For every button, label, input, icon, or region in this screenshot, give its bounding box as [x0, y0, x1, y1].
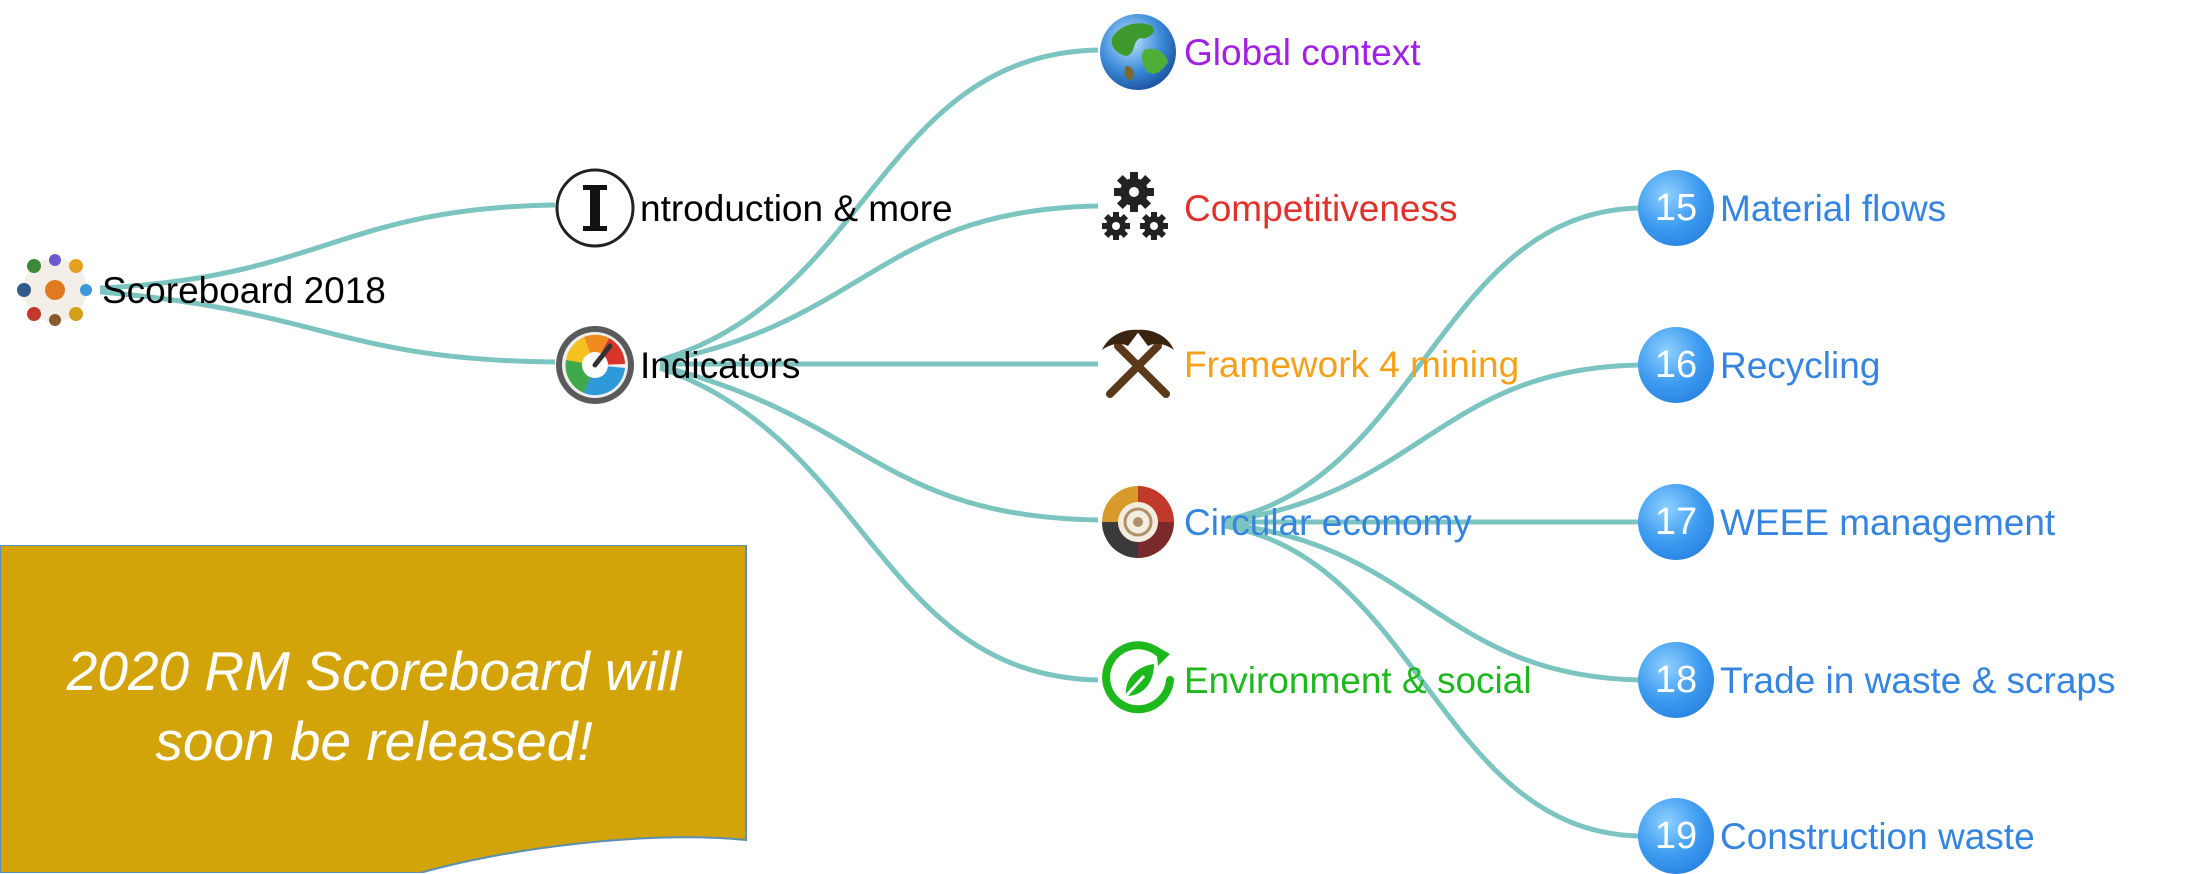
branch-indicators[interactable]: Indicators	[554, 324, 800, 406]
subitem-construction-waste-label: Construction waste	[1720, 815, 2035, 857]
announcement-banner: 2020 RM Scoreboard will soon be released…	[0, 545, 748, 873]
leaf-icon	[1096, 638, 1180, 722]
subitem-weee-management-label: WEEE management	[1720, 501, 2056, 543]
branch-introduction-label: ntroduction & more	[640, 187, 953, 229]
globe-icon	[1096, 10, 1180, 94]
category-environment-social-label: Environment & social	[1184, 659, 1532, 701]
banner-text: 2020 RM Scoreboard will soon be released…	[0, 637, 748, 777]
subitem-material-flows-label: Material flows	[1720, 187, 1947, 229]
category-global-context-label: Global context	[1184, 31, 1421, 73]
gauge-icon	[554, 324, 636, 406]
number-badge: 19	[1638, 798, 1714, 874]
number-badge: 16	[1638, 327, 1714, 403]
subitem-recycling-label: Recycling	[1720, 344, 1881, 386]
banner-shape	[0, 545, 747, 873]
category-framework-mining-label: Framework 4 mining	[1184, 343, 1520, 385]
link-circular-16	[1224, 362, 1641, 524]
subitem-construction-waste[interactable]: 19 Construction waste	[1638, 798, 2035, 874]
number-badge: 18	[1638, 642, 1714, 718]
branch-introduction[interactable]: ntroduction & more	[554, 167, 953, 249]
number-badge: 17	[1638, 484, 1714, 560]
category-circular-economy[interactable]: Circular economy	[1096, 480, 1472, 564]
link-indicators-circular	[659, 363, 1099, 523]
subitem-material-flows[interactable]: 15 Material flows	[1638, 170, 1946, 246]
subitem-trade-waste-scraps-label: Trade in waste & scraps	[1720, 659, 2116, 701]
link-indicators-competitiveness	[659, 203, 1099, 365]
category-competitiveness[interactable]: Competitiveness	[1096, 166, 1458, 250]
subitem-recycling[interactable]: 16 Recycling	[1638, 327, 1880, 403]
link-circular-18	[1224, 521, 1641, 683]
category-competitiveness-label: Competitiveness	[1184, 187, 1458, 229]
link-circular-15	[1224, 205, 1641, 523]
number-badge: 15	[1638, 170, 1714, 246]
link-circular-19	[1224, 523, 1641, 839]
banner-line-2: soon be released!	[155, 709, 593, 772]
gears-icon	[1096, 166, 1180, 250]
branch-indicators-label: Indicators	[640, 344, 801, 386]
subitem-trade-waste-scraps[interactable]: 18 Trade in waste & scraps	[1638, 642, 2116, 718]
category-circular-economy-label: Circular economy	[1184, 501, 1472, 543]
link-root-indicators	[99, 289, 556, 365]
root-label: Scoreboard 2018	[102, 269, 386, 311]
category-environment-social[interactable]: Environment & social	[1096, 638, 1532, 722]
subitem-weee-management[interactable]: 17 WEEE management	[1638, 484, 2055, 560]
category-framework-mining[interactable]: Framework 4 mining	[1096, 322, 1519, 406]
pickaxes-icon	[1096, 322, 1180, 406]
info-icon	[554, 167, 636, 249]
link-indicators-environment	[659, 365, 1099, 683]
circular-economy-icon	[1096, 480, 1180, 564]
scoreboard-icon	[12, 252, 98, 328]
link-root-introduction	[99, 202, 556, 291]
category-global-context[interactable]: Global context	[1096, 10, 1421, 94]
banner-line-1: 2020 RM Scoreboard will	[66, 640, 682, 702]
root-node[interactable]: Scoreboard 2018	[12, 252, 386, 328]
link-indicators-global	[659, 47, 1099, 363]
